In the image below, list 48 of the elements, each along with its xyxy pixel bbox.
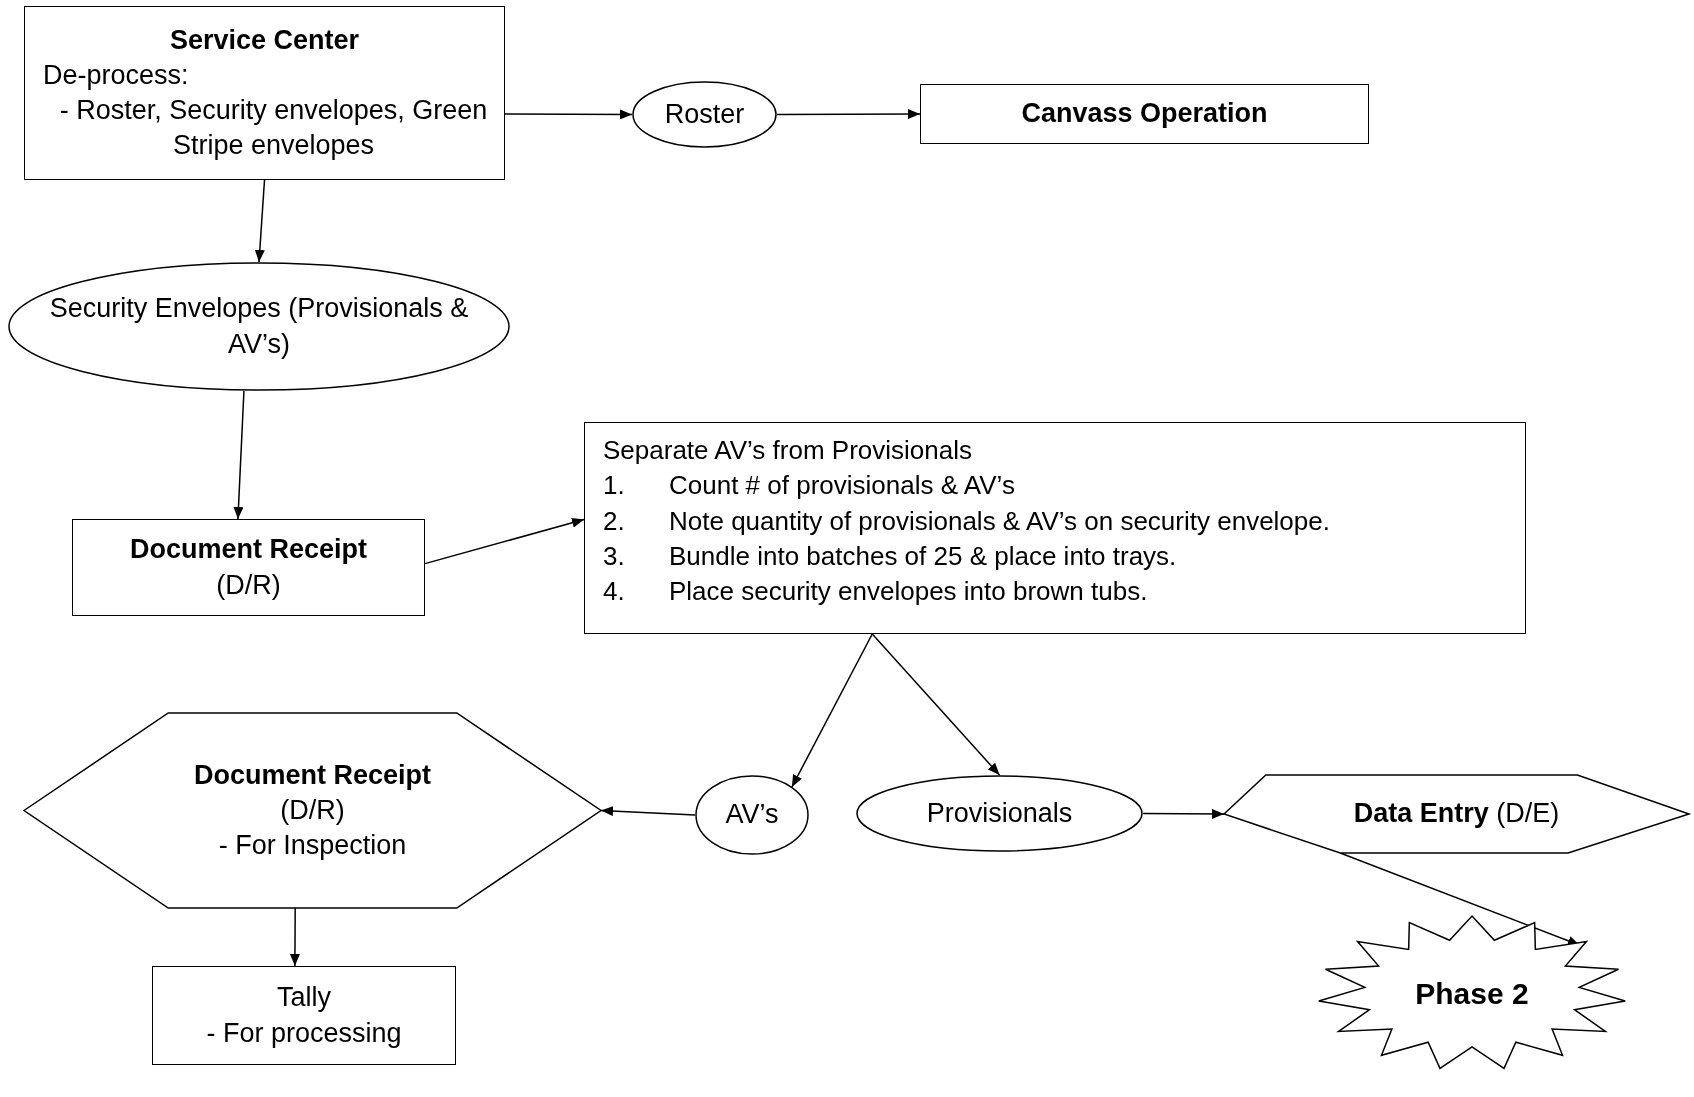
hexagon-node [1224, 775, 1689, 853]
node-text: Data Entry (D/E) [1353, 797, 1560, 831]
node-text: - For Inspection [218, 829, 407, 863]
ellipse-node [856, 775, 1143, 852]
node-title: Document Receipt [193, 758, 431, 792]
arrow [791, 633, 873, 788]
starburst-node [1318, 916, 1626, 1070]
arrow [424, 517, 585, 565]
list-item: Bundle into batches of 25 & place into trays. [669, 540, 1178, 574]
node-title: Separate AV’s from Provisionals [603, 434, 972, 467]
arrow [504, 109, 633, 120]
process-box [72, 519, 425, 616]
list-number: 3. [603, 540, 626, 574]
node-text: Security Envelopes (Provisionals & AV’s) [48, 292, 470, 361]
list-number: 1. [603, 469, 626, 503]
node-title: Phase 2 [1415, 975, 1529, 1012]
node-text: De-process: [42, 58, 189, 92]
node-title: Document Receipt [129, 533, 367, 567]
ellipse-node [8, 262, 510, 391]
arrow [233, 390, 245, 520]
node-title: Canvass Operation [1021, 97, 1268, 131]
node-text: (D/R) [280, 793, 345, 827]
process-box [152, 966, 456, 1065]
list-item: Count # of provisionals & AV’s [669, 469, 1016, 503]
ellipse-node [632, 81, 777, 148]
node-text: Roster [664, 97, 745, 131]
hexagon-node [24, 713, 601, 908]
node-text: - Roster, Security envelopes, Green Stripe envelopes [58, 94, 489, 163]
list-number: 2. [603, 504, 626, 538]
node-text: Provisionals [926, 796, 1073, 830]
list-item: Place security envelopes into brown tubs. [669, 575, 1149, 609]
circle-node [695, 775, 809, 855]
process-box [24, 6, 505, 180]
list-item: Note quantity of provisionals & AV’s on security envelope. [669, 504, 1330, 538]
node-title: Service Center [169, 23, 360, 57]
arrow [1142, 808, 1225, 819]
node-text: - For processing [206, 1016, 402, 1050]
node-text: (D/R) [216, 568, 281, 602]
arrow [776, 109, 921, 120]
arrow [871, 633, 1001, 776]
arrow [289, 907, 300, 967]
process-box [920, 84, 1369, 144]
arrow [600, 806, 696, 817]
arrow [254, 179, 266, 263]
process-box [584, 422, 1526, 634]
node-text: AV’s [725, 798, 779, 832]
list-number: 4. [603, 575, 626, 609]
node-text: Tally [277, 981, 331, 1015]
